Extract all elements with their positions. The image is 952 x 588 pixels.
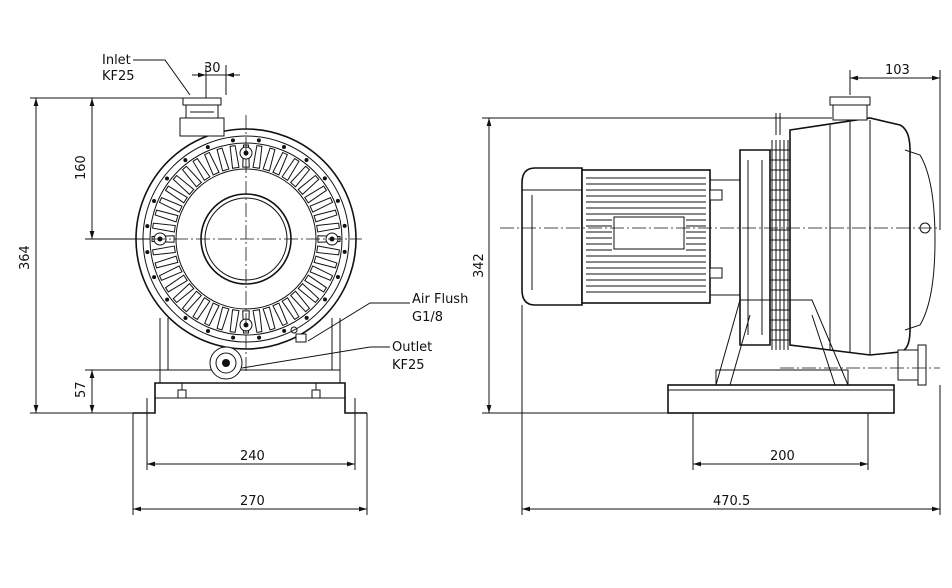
cooling-fin xyxy=(181,165,203,188)
cooling-fin xyxy=(158,265,183,281)
cooling-fin xyxy=(313,209,338,223)
cooling-fin xyxy=(297,282,320,304)
cooling-fin xyxy=(316,245,340,256)
front-outlet-port xyxy=(209,346,243,380)
cooling-fin xyxy=(272,151,288,176)
cooling-fin xyxy=(192,297,211,321)
cooling-fin xyxy=(204,151,220,176)
outlet-size-label: KF25 xyxy=(392,358,425,373)
side-view: 103 342 200 470.5 xyxy=(472,63,941,515)
cooling-fin xyxy=(229,309,240,333)
rim-bolt xyxy=(183,315,188,320)
dim-foot-spacing: 240 xyxy=(240,449,265,464)
cooling-fin xyxy=(204,302,220,327)
rim-bolt xyxy=(145,224,150,229)
rim-bolt xyxy=(257,335,262,340)
cooling-fin xyxy=(262,147,276,172)
front-callout-leaders xyxy=(133,59,410,369)
front-dimension-lines xyxy=(30,65,368,515)
cooling-fin xyxy=(172,174,195,196)
dim-total-height: 364 xyxy=(18,245,33,270)
rim-bolt xyxy=(335,198,340,203)
cooling-fin xyxy=(309,197,334,213)
dim-center-height: 160 xyxy=(74,155,89,180)
rim-bolt xyxy=(183,158,188,163)
rim-bolt xyxy=(165,176,170,181)
side-dim-foot-spacing: 200 xyxy=(770,449,795,464)
rim-bolt xyxy=(145,250,150,255)
rim-bolt xyxy=(165,297,170,302)
inlet-label: Inlet xyxy=(102,53,131,68)
cooling-fin xyxy=(297,174,320,196)
side-dim-inlet-offset: 103 xyxy=(885,63,910,78)
side-pump-head xyxy=(500,96,940,386)
motor-cooling-ribs xyxy=(586,177,706,293)
rim-bolt xyxy=(282,328,287,333)
cooling-fin xyxy=(152,245,176,256)
cooling-fin xyxy=(172,282,195,304)
rim-bolt xyxy=(152,275,157,280)
rim-bolt xyxy=(322,176,327,181)
side-cooling-fins xyxy=(770,140,790,350)
rim-bolt xyxy=(335,274,340,279)
dim-base-width: 270 xyxy=(240,494,265,509)
air-flush-fitting xyxy=(290,326,307,343)
rim-bolt xyxy=(152,199,157,204)
cooling-fin xyxy=(216,147,230,172)
front-housing xyxy=(130,115,362,372)
front-base xyxy=(133,318,367,414)
air-flush-label: Air Flush xyxy=(412,292,468,307)
front-inlet-flange xyxy=(179,97,225,137)
outlet-label: Outlet xyxy=(392,340,432,355)
side-base xyxy=(667,299,895,414)
motor xyxy=(521,167,741,306)
cooling-fin xyxy=(216,306,230,331)
cooling-fin xyxy=(281,157,300,181)
cooling-fin xyxy=(304,274,328,293)
air-flush-size-label: G1/8 xyxy=(412,310,443,325)
dim-inlet-offset: 30 xyxy=(204,61,221,76)
front-view: Inlet KF25 Air Flush G1/8 Outlet KF25 30… xyxy=(18,53,468,515)
rim-bolt xyxy=(281,145,286,150)
rim-bolt xyxy=(231,335,236,340)
rim-bolt xyxy=(322,297,327,302)
cooling-fin xyxy=(158,197,183,213)
rim-bolt xyxy=(205,145,210,150)
rim-bolts xyxy=(145,138,347,340)
cooling-fin xyxy=(262,306,276,331)
cooling-fin xyxy=(316,222,340,233)
cooling-fin xyxy=(164,185,188,204)
cooling-fin xyxy=(181,290,203,313)
side-dim-total-height: 342 xyxy=(472,253,487,278)
cooling-fins xyxy=(151,144,341,334)
cooling-fin xyxy=(164,274,188,293)
rim-bolt xyxy=(304,315,309,320)
rim-bolt xyxy=(342,223,347,228)
cooling-fin xyxy=(252,145,263,169)
cooling-fin xyxy=(309,265,334,281)
rim-bolt xyxy=(256,138,261,143)
cooling-fin xyxy=(304,185,328,204)
side-dim-total-length: 470.5 xyxy=(713,494,750,509)
cooling-fin xyxy=(289,290,311,313)
rim-bolt xyxy=(304,158,309,163)
cooling-fin xyxy=(252,309,263,333)
rim-bolt xyxy=(206,328,211,333)
inlet-size-label: KF25 xyxy=(102,69,135,84)
rim-bolt xyxy=(342,249,347,254)
side-dimension-lines xyxy=(482,70,941,515)
cooling-fin xyxy=(154,255,179,269)
cooling-fin xyxy=(192,157,211,181)
cooling-fin xyxy=(281,297,300,321)
cooling-fin xyxy=(152,222,176,233)
cooling-fin xyxy=(313,255,338,269)
cooling-fin xyxy=(229,145,240,169)
cooling-fin xyxy=(154,209,179,223)
cooling-fin xyxy=(272,302,288,327)
rim-bolt xyxy=(230,138,235,143)
dim-base-height: 57 xyxy=(74,381,89,398)
cooling-fin xyxy=(289,165,311,188)
